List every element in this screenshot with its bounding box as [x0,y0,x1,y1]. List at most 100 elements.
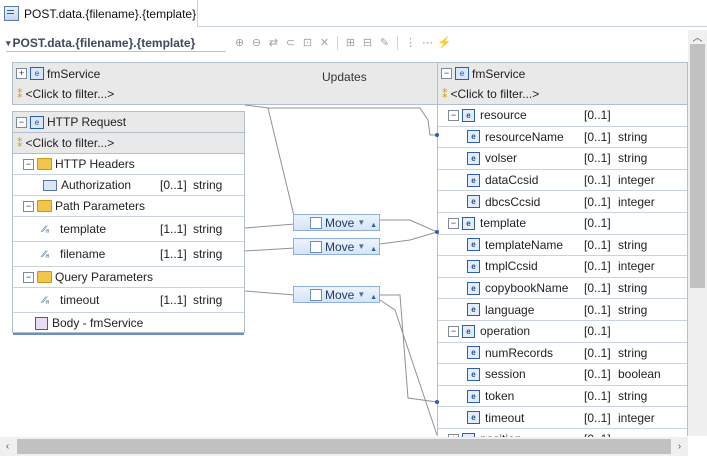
move-transform-template[interactable]: Move ▼ ▲ [293,214,380,231]
editor-tab[interactable]: POST.data.{filename}.{template} [0,0,198,27]
edit-icon[interactable]: ✎ [379,36,390,49]
submap-icon[interactable]: ⊟ [362,36,373,49]
timeout-param-label: timeout [60,293,100,307]
field-cardinality: [0..1] [584,410,611,425]
http-request-filter[interactable]: ⁑ <Click to filter...> [13,133,244,154]
field-name: resourceName [485,129,564,144]
horizontal-scroll-thumb[interactable] [17,439,671,454]
http-request-panel: − e HTTP Request ⁑ <Click to filter...> … [12,111,245,335]
dropdown-arrow-icon[interactable]: ▼ [357,290,366,299]
element-icon: e [462,216,475,230]
resource-endpoint [435,133,439,137]
http-headers-row[interactable]: − HTTP Headers [13,154,244,175]
filter-icon: ⁑ [442,88,448,101]
field-name: operation [480,324,531,339]
collapse-icon[interactable]: − [16,116,27,128]
field-cardinality: [0..1] [584,324,611,339]
scroll-right-icon[interactable]: › [677,441,682,452]
filename-param-label: filename [60,247,106,261]
auto-map-icon[interactable]: ⚡ [437,36,452,49]
timeout-in-line [244,290,296,296]
delete-icon[interactable]: ✕ [319,36,330,49]
link-icon[interactable]: ⊂ [285,36,296,49]
query-parameters-row[interactable]: − Query Parameters [13,267,244,288]
collapse-icon[interactable]: − [23,158,34,170]
authorization-cardinality: [0..1] [160,178,187,192]
move-label: Move [325,239,355,254]
field-type: integer [618,173,655,188]
left-service-filter-label: <Click to filter...> [25,87,115,101]
field-cardinality: [0..1] [584,345,611,360]
authorization-row[interactable]: Authorization [0..1] string [13,175,244,196]
field-cardinality: [0..1] [584,173,611,188]
disconnect-icon[interactable]: ⊖ [251,36,262,49]
field-cardinality: [0..1] [584,302,611,317]
move-icon [310,216,322,229]
http-request-header[interactable]: − e HTTP Request [13,112,244,133]
template-param-row[interactable]: ⁄⁄ₐ template [1..1] string [13,217,244,242]
element-icon: e [467,259,480,273]
field-type: integer [618,194,655,209]
collapse-chevron-icon[interactable]: ▾ [6,37,11,48]
element-icon: e [467,151,480,165]
filename-in-line [244,247,296,252]
connect-icon[interactable]: ⊕ [234,36,245,49]
collapse-icon[interactable]: − [448,325,459,337]
collapse-icon[interactable]: − [23,200,34,212]
collapse-icon[interactable]: − [448,109,459,121]
field-cardinality: [0..1] [584,129,611,144]
body-row[interactable]: Body - fmService [13,313,244,335]
field-type: integer [618,259,655,274]
dropdown-arrow-icon[interactable]: ▼ [357,218,366,227]
collapse-icon[interactable]: − [441,68,452,79]
scroll-up-icon[interactable]: ︿ [692,33,703,44]
field-name: dbcsCcsid [485,194,541,209]
move-transform-filename[interactable]: Move ▼ ▲ [293,238,380,255]
vertical-scroll-thumb[interactable] [690,44,705,288]
field-cardinality: [0..1] [584,216,611,231]
map-icon[interactable]: ⊞ [345,36,356,49]
expand-icon[interactable]: + [16,68,27,79]
right-service-filter-label: <Click to filter...> [450,87,540,101]
parameter-icon: ⁄⁄ₐ [43,224,50,234]
scroll-left-icon[interactable]: ‹ [5,441,10,452]
collapse-icon[interactable]: − [448,217,459,229]
copy-icon[interactable]: ⊡ [302,36,313,49]
collapse-icon[interactable]: ⋯ [422,36,433,49]
field-cardinality: [0..1] [584,367,611,382]
parameter-icon: ⁄⁄ₐ [43,249,50,259]
body-label: Body - fmService [52,316,144,330]
path-parameters-row[interactable]: − Path Parameters [13,196,244,217]
expand-icon[interactable]: ⋮ [405,36,416,49]
mapping-title[interactable]: ▾ POST.data.{filename}.{template} [6,33,195,53]
field-cardinality: [0..1] [584,194,611,209]
authorization-type: string [193,178,223,192]
element-icon: e [467,303,480,317]
move-transform-timeout[interactable]: Move ▼ ▲ [293,286,380,303]
right-service-header[interactable]: − e fmService [438,63,687,84]
timeout-param-cardinality: [1..1] [160,293,187,307]
path-parameters-label: Path Parameters [55,199,146,213]
dropdown-arrow-icon[interactable]: ▼ [357,242,366,251]
filename-param-row[interactable]: ⁄⁄ₐ filename [1..1] string [13,242,244,267]
move-icon[interactable]: ⇄ [268,36,279,49]
timeout-param-row[interactable]: ⁄⁄ₐ timeout [1..1] string [13,288,244,313]
collapse-icon[interactable]: − [23,271,34,283]
right-service-filter[interactable]: ⁑ <Click to filter...> [438,84,687,105]
field-type: string [618,302,648,317]
